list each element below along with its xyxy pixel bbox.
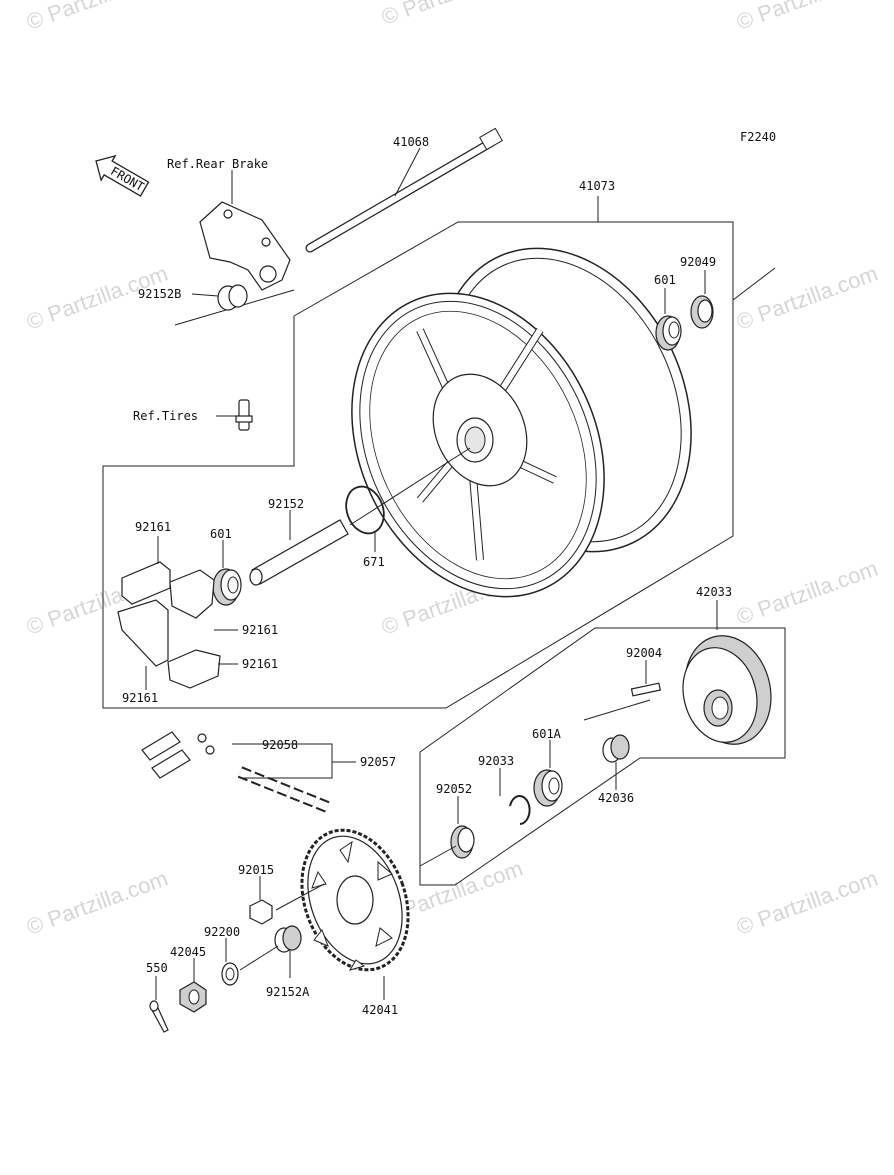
seal-92049 (690, 295, 714, 329)
part-number-collar-42036: 42036 (598, 791, 634, 805)
part-number-wheel: 41073 (579, 179, 615, 193)
collar-b (217, 284, 248, 311)
sprocket-coupling (682, 635, 772, 745)
watermark: © Partzilla.com (23, 866, 171, 940)
o-ring (345, 485, 385, 535)
bearing-top (655, 315, 682, 351)
bearing-601a (533, 769, 563, 807)
watermark: © Partzilla.com (733, 556, 881, 630)
assembly-outline (102, 221, 786, 886)
chain-link (141, 731, 215, 779)
axle-line (275, 883, 325, 911)
part-number-circlip: 92033 (478, 754, 514, 768)
front-label: FRONT (108, 164, 146, 194)
leader-line (232, 743, 333, 779)
axle-line (583, 699, 651, 721)
cotter-pin-icon (149, 1000, 169, 1033)
watermark: © Partzilla.com (733, 866, 881, 940)
brake-bracket (199, 201, 291, 291)
damper-set (117, 561, 221, 689)
part-number-chain: 92057 (360, 755, 396, 769)
part-number-damper-top: 92161 (135, 520, 171, 534)
washer (221, 962, 239, 986)
part-number-o-ring: 671 (363, 555, 385, 569)
part-number-washer: 92200 (204, 925, 240, 939)
front-arrow-icon: FRONT (95, 154, 150, 197)
circlip (509, 795, 531, 825)
part-number-coupling: 42033 (696, 585, 732, 599)
ref-tires: Ref.Tires (133, 409, 198, 423)
bearing-left (212, 568, 242, 606)
axle (305, 127, 503, 253)
part-number-seal-92049: 92049 (680, 255, 716, 269)
part-number-bearing-left: 601 (210, 527, 232, 541)
part-number-chain-link: 92058 (262, 738, 298, 752)
stud (630, 682, 662, 697)
part-number-damper-mid: 92161 (242, 623, 278, 637)
leader-line (191, 293, 219, 297)
watermark: © Partzilla.com (733, 0, 881, 35)
part-number-damper-bottom: 92161 (122, 691, 158, 705)
figure-id: F2240 (740, 130, 776, 144)
wheel (351, 247, 692, 598)
castle-nut (179, 981, 207, 1013)
axle-line (239, 945, 279, 971)
seal-92052 (450, 825, 475, 859)
part-number-nut-92015: 92015 (238, 863, 274, 877)
part-number-stud: 92004 (626, 646, 662, 660)
part-number-seal-92052: 92052 (436, 782, 472, 796)
part-number-bearing-top: 601 (654, 273, 676, 287)
part-number-bearing-601a: 601A (532, 727, 562, 741)
part-number-castle-nut: 42045 (170, 945, 206, 959)
collar-a (274, 925, 302, 953)
watermark: © Partzilla.com (23, 0, 171, 35)
part-number-collar-a: 92152A (266, 985, 310, 999)
leader-line (394, 147, 421, 197)
tire-valve-icon (235, 399, 253, 431)
ref-rear-brake: Ref.Rear Brake (167, 157, 268, 171)
part-number-collar-92152: 92152 (268, 497, 304, 511)
collar-92152 (249, 519, 349, 586)
watermark: © Partzilla.com (378, 0, 526, 30)
watermark: © Partzilla.com (733, 261, 881, 335)
nut-92015 (249, 899, 273, 925)
part-number-damper-low: 92161 (242, 657, 278, 671)
part-number-sprocket: 42041 (362, 1003, 398, 1017)
rear-sprocket (300, 828, 410, 972)
part-number-cotter-pin: 550 (146, 961, 168, 975)
part-number-axle: 41068 (393, 135, 429, 149)
part-number-collar-b: 92152B (138, 287, 181, 301)
axle-line (349, 447, 471, 526)
collar-42036 (602, 734, 630, 763)
axle-line (419, 845, 457, 867)
drive-chain (237, 766, 333, 814)
